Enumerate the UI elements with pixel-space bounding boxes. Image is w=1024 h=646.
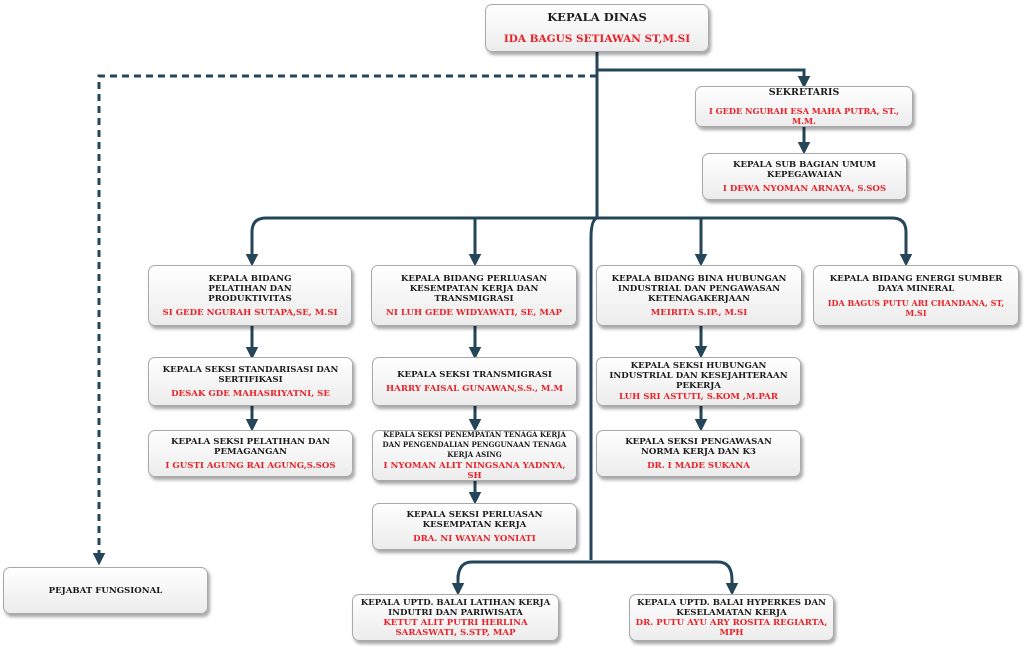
node-title: KEPALA SEKSI PELATIHAN DAN PEMAGANGAN (171, 436, 330, 457)
bidang-bus (250, 216, 913, 267)
node-title: KEPALA BIDANG ENERGI SUMBER DAYA MINERAL (829, 273, 1003, 294)
node-title: PEJABAT FUNGSIONAL (48, 585, 163, 596)
node-uptd-latihan: KEPALA UPTD. BALAI LATIHAN KERJA INDUTRI… (352, 594, 559, 641)
node-title: KEPALA UPTD. BALAI HYPERKES DAN KESELAMA… (637, 597, 826, 618)
node-title: KEPALA SEKSI TRANSMIGRASI (397, 369, 552, 380)
node-name: I NYOMAN ALIT NINGSANA YADNYA, SH (383, 461, 566, 481)
node-name: HARRY FAISAL GUNAWAN,S.S., M.M (386, 383, 563, 394)
node-seksi-pelatihan: KEPALA SEKSI PELATIHAN DAN PEMAGANGAN I … (148, 430, 353, 477)
node-name: IDA BAGUS PUTU ARI CHANDANA, ST, M.SI (827, 297, 1005, 318)
node-title: KEPALA SUB BAGIAN UMUM KEPEGAWAIAN (732, 159, 876, 180)
node-name: SI GEDE NGURAH SUTAPA,SE, M.SI (162, 307, 338, 318)
node-seksi-perluasan: KEPALA SEKSI PERLUASAN KESEMPATAN KERJA … (372, 503, 577, 550)
node-title: KEPALA BIDANG PELATIHAN DAN PRODUKTIVITA… (208, 273, 292, 304)
node-title: KEPALA UPTD. BALAI LATIHAN KERJA INDUTRI… (360, 597, 551, 618)
node-name: I GUSTI AGUNG RAI AGUNG,S.SOS (165, 460, 336, 471)
node-title: KEPALA SEKSI PENGAWASAN NORMA KERJA DAN … (625, 436, 772, 457)
node-sekretaris: SEKRETARIS I GEDE NGURAH ESA MAHA PUTRA,… (695, 86, 913, 127)
node-name: DRA. NI WAYAN YONIATI (413, 533, 536, 544)
node-name: I GEDE NGURAH ESA MAHA PUTRA, ST., M.M. (708, 106, 900, 126)
node-title: KEPALA BIDANG PERLUASAN KESEMPATAN KERJA… (400, 273, 548, 304)
node-name: DR. PUTU AYU ARY ROSITA REGIARTA, MPH (635, 617, 828, 638)
node-title: SEKRETARIS (768, 87, 840, 98)
node-title: KEPALA SEKSI PERLUASAN KESEMPATAN KERJA (406, 509, 543, 530)
node-bid-energi: KEPALA BIDANG ENERGI SUMBER DAYA MINERAL… (813, 265, 1019, 326)
node-subbag-umum: KEPALA SUB BAGIAN UMUM KEPEGAWAIAN I DEW… (702, 153, 907, 200)
node-title: KEPALA DINAS (547, 10, 647, 24)
node-title: KEPALA SEKSI STANDARISASI DAN SERTIFIKAS… (162, 364, 339, 385)
uptd-bus (456, 560, 739, 596)
node-bid-pelatihan: KEPALA BIDANG PELATIHAN DAN PRODUKTIVITA… (148, 265, 352, 326)
node-name: DESAK GDE MAHASRIYATNI, SE (171, 388, 330, 399)
trunk-lower (589, 216, 598, 560)
node-bid-hubungan: KEPALA BIDANG BINA HUBUNGAN INDUSTRIAL D… (596, 265, 802, 326)
node-name: LUH SRI ASTUTI, S.KOM ,M.PAR (619, 392, 778, 402)
node-title: KEPALA SEKSI HUBUNGAN INDUSTRIAL DAN KES… (609, 361, 788, 391)
node-uptd-hyperkes: KEPALA UPTD. BALAI HYPERKES DAN KESELAMA… (629, 594, 834, 641)
node-seksi-standarisasi: KEPALA SEKSI STANDARISASI DAN SERTIFIKAS… (148, 357, 353, 406)
node-title: KEPALA BIDANG BINA HUBUNGAN INDUSTRIAL D… (611, 273, 787, 304)
node-name: NI LUH GEDE WIDYAWATI, SE, MAP (386, 307, 562, 318)
node-name: DR. I MADE SUKANA (647, 460, 750, 471)
node-name: IDA BAGUS SETIAWAN ST,M.SI (503, 33, 691, 45)
node-pejabat-fungsional: PEJABAT FUNGSIONAL (3, 567, 208, 614)
link-pejabat (92, 74, 597, 566)
node-bid-perluasan: KEPALA BIDANG PERLUASAN KESEMPATAN KERJA… (371, 265, 577, 326)
node-seksi-pengawasan: KEPALA SEKSI PENGAWASAN NORMA KERJA DAN … (596, 430, 801, 477)
node-kepala-dinas: KEPALA DINAS IDA BAGUS SETIAWAN ST,M.SI (485, 4, 709, 52)
node-name: MEIRITA S.IP., M.SI (650, 307, 748, 318)
node-name: KETUT ALIT PUTRI HERLINA SARASWATI, S.ST… (383, 617, 528, 638)
node-name: I DEWA NYOMAN ARNAYA, S.SOS (722, 183, 887, 194)
link-sekretaris (597, 68, 811, 89)
node-title: KEPALA SEKSI PENEMPATAN TENAGA KERJA DAN… (382, 430, 567, 459)
node-seksi-penempatan: KEPALA SEKSI PENEMPATAN TENAGA KERJA DAN… (372, 430, 577, 481)
node-seksi-hubungan: KEPALA SEKSI HUBUNGAN INDUSTRIAL DAN KES… (596, 357, 801, 406)
node-seksi-transmigrasi: KEPALA SEKSI TRANSMIGRASI HARRY FAISAL G… (372, 357, 577, 406)
